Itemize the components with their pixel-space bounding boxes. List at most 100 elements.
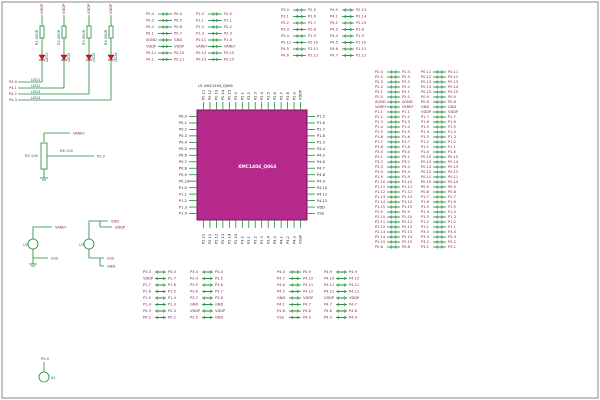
r-col4-label: P0.12 bbox=[448, 170, 458, 174]
t3-right-label-arrow bbox=[295, 47, 299, 51]
b3-right-label: P4.9 bbox=[303, 316, 312, 320]
r-col4-label: P0.10 bbox=[448, 180, 459, 184]
r-col4-label: P0.11 bbox=[448, 175, 458, 179]
t1-left-label: VDDP bbox=[146, 45, 157, 49]
r-col3-label: P0.12 bbox=[421, 170, 431, 174]
ic-left-pin-label: P1.2 bbox=[179, 199, 187, 203]
r-col4-label: P0.13 bbox=[448, 80, 458, 84]
t1-right-label-arrow bbox=[161, 57, 165, 62]
ic-right-pin-label: VSS bbox=[317, 212, 325, 216]
b2-right-label-arrow bbox=[202, 289, 206, 294]
t1-right-label: P0.4 bbox=[174, 12, 183, 16]
t1-left-label: P0.1 bbox=[146, 32, 154, 36]
led-label: LED1 bbox=[45, 53, 49, 62]
r-col2-label: P1.2 bbox=[402, 115, 410, 119]
led-net-name: LED4 bbox=[31, 96, 41, 100]
ic-top-pin-label: VDDP bbox=[299, 89, 303, 100]
u2-ref: U2 bbox=[23, 243, 28, 247]
t4-left-label: P4.0 bbox=[330, 8, 339, 12]
r-col4-label: P0.9 bbox=[448, 185, 457, 189]
connector-ref: X1 bbox=[51, 376, 56, 380]
ic-left-pin-label: P0.8 bbox=[179, 166, 188, 170]
t1-left-label: P0.3 bbox=[146, 19, 154, 23]
r-col1-label: VAREF bbox=[375, 105, 387, 109]
r-col3-label: P0.10 bbox=[421, 180, 432, 184]
ic-top-pin-label: P2.7 bbox=[279, 92, 283, 100]
b2-left-label: P3.4 bbox=[190, 270, 199, 274]
t2-left-label: P0.13 bbox=[196, 58, 206, 62]
connector-symbol bbox=[38, 371, 50, 383]
b2-right-label: P3.5 bbox=[215, 277, 223, 281]
r-col4-label: P1.1 bbox=[448, 225, 456, 229]
ic-left-pin-label: P0.5 bbox=[179, 147, 187, 151]
b3-right-label-arrow bbox=[290, 270, 294, 274]
led-net-label: P4.2 bbox=[9, 92, 17, 96]
r-col2-label: P2.15 bbox=[402, 240, 412, 244]
r-col2-label-arrow bbox=[389, 190, 393, 194]
b2-right-label: P3.8 bbox=[215, 296, 224, 300]
b1-right-label-arrow bbox=[155, 309, 159, 313]
t2-right-label-arrow bbox=[211, 31, 215, 36]
r-col4-label: P1.6 bbox=[448, 200, 457, 204]
r-col4-label-arrow bbox=[435, 130, 439, 134]
u3-vss-label: VSS bbox=[107, 257, 115, 261]
t4-right-label-arrow bbox=[343, 40, 347, 45]
ic-left-pin-label: P0.1 bbox=[179, 121, 187, 125]
b4-right-label: P4.11 bbox=[349, 283, 359, 287]
r-col3-label: P3.4 bbox=[421, 230, 430, 234]
led-diode-icon bbox=[60, 54, 68, 61]
ic-bottom-pin-label: P3.1 bbox=[247, 236, 251, 244]
r-col1-label: P2.10 bbox=[375, 215, 386, 219]
b2-right-label-arrow bbox=[202, 296, 206, 300]
r-col1-label: P2.13 bbox=[375, 230, 385, 234]
ic-body bbox=[196, 109, 308, 221]
b4-left-label: P4.10 bbox=[324, 277, 335, 281]
r-col2-label-arrow bbox=[389, 185, 393, 189]
t3-right-label: P2.11 bbox=[308, 47, 318, 51]
r-col4-label-arrow bbox=[435, 170, 439, 174]
t4-right-label: P1.10 bbox=[356, 41, 367, 45]
b1-right-label-arrow bbox=[155, 315, 159, 320]
ic-bottom-pin-label: P3.4 bbox=[266, 235, 270, 244]
r-col1-label: P2.15 bbox=[375, 240, 385, 244]
t3-right-label-arrow bbox=[295, 14, 299, 19]
r-col2-label-arrow bbox=[389, 235, 393, 239]
b3-left-label: VSS bbox=[277, 316, 285, 320]
r-col2-label-arrow bbox=[389, 195, 393, 199]
r-col3-label: VDDP bbox=[421, 110, 432, 114]
r-col4-label: P0.14 bbox=[448, 85, 459, 89]
b1-right-label: P1.6 bbox=[168, 283, 177, 287]
ic-right-pin-label: P1.6 bbox=[317, 121, 326, 125]
r-col3-label: P3.2 bbox=[421, 240, 429, 244]
r-col3-label: P1.0 bbox=[421, 150, 430, 154]
t3-right-label-arrow bbox=[295, 27, 299, 32]
r-col1-label: P1.1 bbox=[375, 110, 383, 114]
r-col2-label: P1.13 bbox=[402, 195, 412, 199]
b1-right-label-arrow bbox=[155, 283, 159, 287]
r-col4-label: P1.5 bbox=[448, 205, 456, 209]
ic-right-pin-label: P4.8 bbox=[317, 173, 326, 177]
ic-bottom-pin-label: VSSP bbox=[299, 234, 303, 244]
ic-left-pin-label: P0.4 bbox=[179, 141, 188, 145]
r-col3-label: P0.13 bbox=[421, 165, 431, 169]
t2-left-label: P1.2 bbox=[196, 25, 204, 29]
b1-left-label: P1.5 bbox=[143, 296, 151, 300]
t3-right-label-arrow bbox=[295, 21, 299, 25]
t4-right-label-arrow bbox=[343, 27, 347, 32]
r-col3-label: P0.15 bbox=[421, 90, 431, 94]
ic-bottom-pin-label: P4.3 bbox=[292, 236, 296, 244]
r-col3-label: P1.1 bbox=[421, 145, 429, 149]
t4-right-label-arrow bbox=[343, 47, 347, 51]
ic-left-pin-label: P1.0 bbox=[179, 186, 188, 190]
r-col1-label: P2.11 bbox=[375, 220, 385, 224]
led-net-name: LED3 bbox=[31, 90, 40, 94]
pot-section: VAREF R5 10K R6 100 P2.0 bbox=[25, 132, 106, 181]
r-col1-label: P1.2 bbox=[375, 115, 383, 119]
r-col2-label: P2.9 bbox=[402, 210, 411, 214]
b4-left-label: VDDP bbox=[324, 296, 335, 300]
r-col3-label: P1.5 bbox=[421, 125, 429, 129]
r-col4-label-arrow bbox=[435, 105, 439, 109]
ic-left-pin-label: P0.0 bbox=[179, 115, 188, 119]
b4-right-label: P4.9 bbox=[349, 316, 358, 320]
b4-right-label-arrow bbox=[336, 315, 340, 320]
